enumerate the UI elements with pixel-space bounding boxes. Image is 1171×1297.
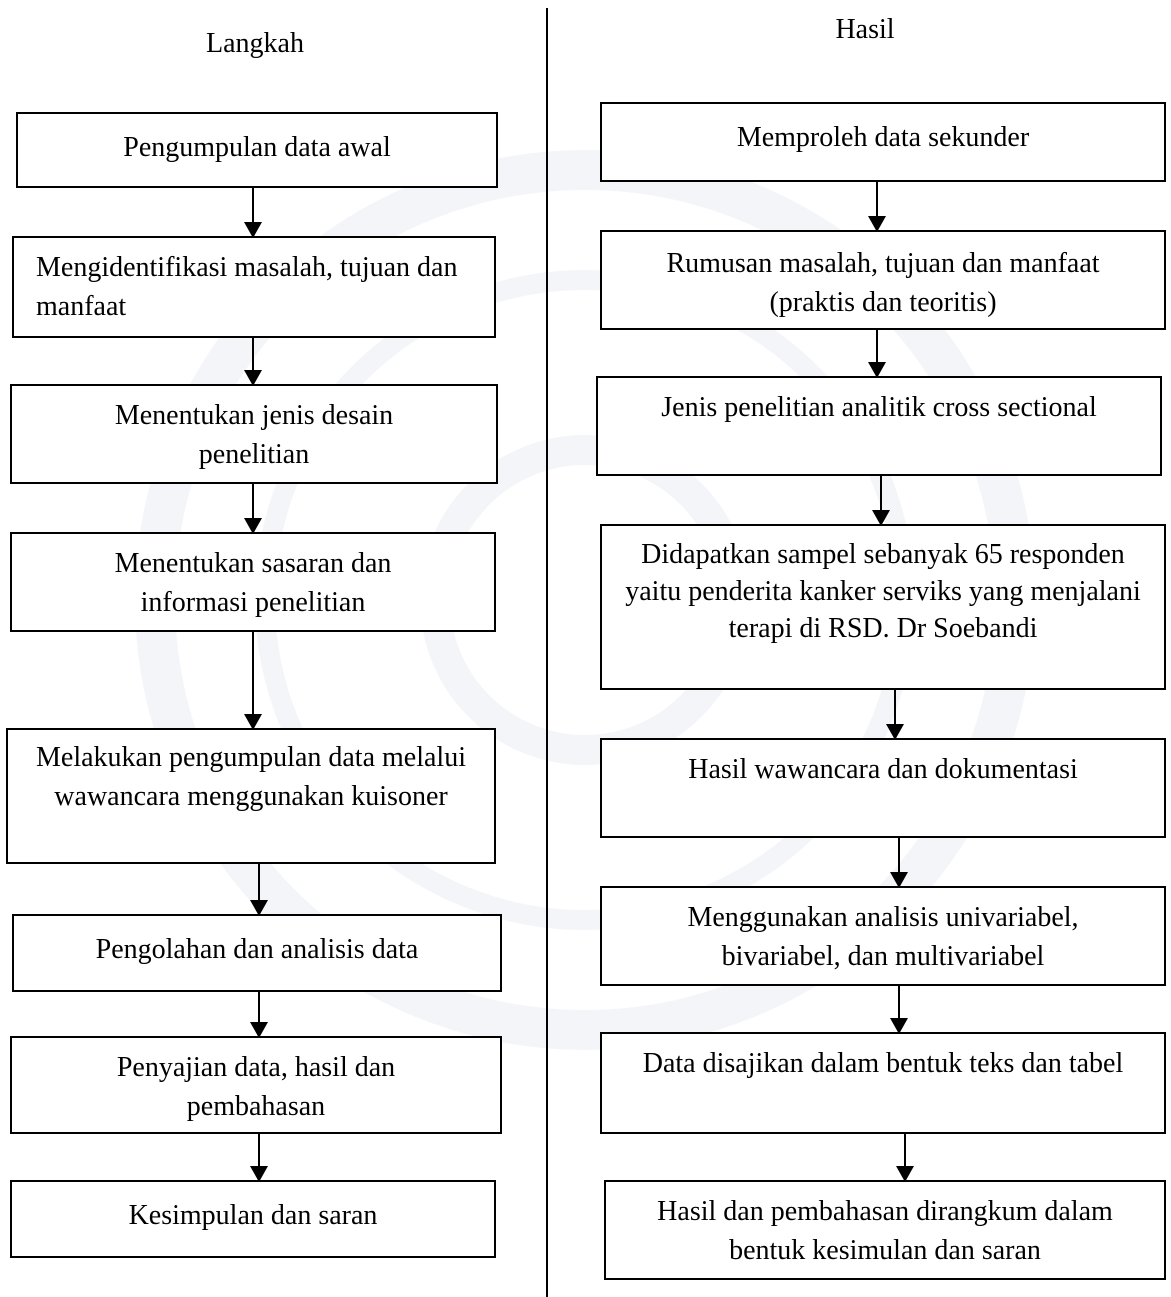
- result-box-6: Menggunakan analisis univariabel, bivari…: [600, 886, 1166, 986]
- step-box-5: Melakukan pengumpulan data melalui wawan…: [6, 728, 496, 864]
- step-arrow-2: [244, 338, 262, 386]
- step-arrow-5: [250, 864, 268, 916]
- result-box-7: Data disajikan dalam bentuk teks dan tab…: [600, 1032, 1166, 1134]
- step-box-6: Pengolahan dan analisis data: [12, 914, 502, 992]
- step-box-4: Menentukan sasaran dan informasi penelit…: [10, 532, 496, 632]
- result-arrow-6: [890, 986, 908, 1034]
- result-arrow-2: [868, 330, 886, 378]
- step-box-1: Pengumpulan data awal: [16, 112, 498, 188]
- step-arrow-1: [244, 188, 262, 238]
- result-box-4: Didapatkan sampel sebanyak 65 responden …: [600, 524, 1166, 690]
- result-arrow-5: [890, 838, 908, 888]
- step-box-7: Penyajian data, hasil dan pembahasan: [10, 1036, 502, 1134]
- column-divider: [546, 8, 548, 1297]
- step-arrow-7: [250, 1134, 268, 1182]
- heading-hasil: Hasil: [835, 14, 895, 45]
- result-arrow-3: [872, 476, 890, 526]
- step-box-8: Kesimpulan dan saran: [10, 1180, 496, 1258]
- step-box-2: Mengidentifikasi masalah, tujuan dan man…: [12, 236, 496, 338]
- step-box-3: Menentukan jenis desain penelitian: [10, 384, 498, 484]
- step-arrow-6: [250, 992, 268, 1038]
- result-box-5: Hasil wawancara dan dokumentasi: [600, 738, 1166, 838]
- step-arrow-4: [244, 632, 262, 730]
- result-arrow-1: [868, 182, 886, 232]
- result-box-2: Rumusan masalah, tujuan dan manfaat (pra…: [600, 230, 1166, 330]
- result-box-3: Jenis penelitian analitik cross sectiona…: [596, 376, 1162, 476]
- result-arrow-7: [896, 1134, 914, 1182]
- step-arrow-3: [244, 484, 262, 534]
- heading-langkah: Langkah: [206, 28, 304, 59]
- result-arrow-4: [886, 690, 904, 740]
- result-box-8: Hasil dan pembahasan dirangkum dalam ben…: [604, 1180, 1166, 1280]
- result-box-1: Memproleh data sekunder: [600, 102, 1166, 182]
